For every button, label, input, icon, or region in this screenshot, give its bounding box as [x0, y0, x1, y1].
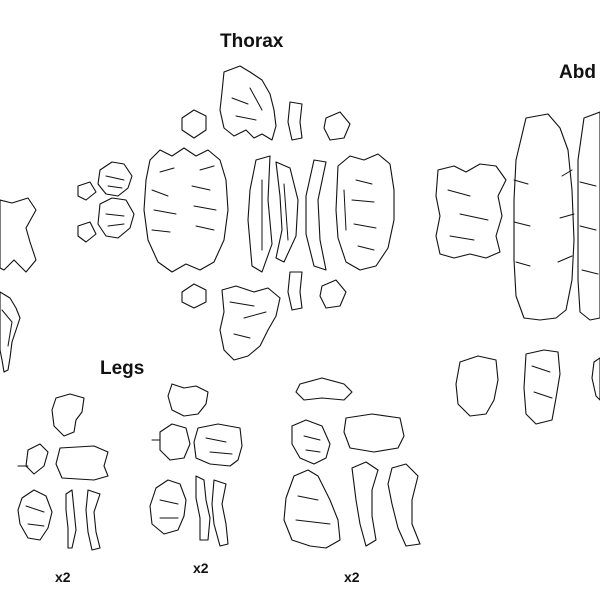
leg1-joint — [25, 443, 49, 475]
leg2-foot — [149, 479, 187, 535]
thorax-wedge-upper — [323, 111, 351, 141]
abdomen-segment-band-right — [577, 111, 600, 321]
head-piece-left — [0, 197, 37, 273]
abdomen-lower-mid-cut — [531, 365, 553, 399]
thorax-spiky-band-right — [335, 153, 395, 271]
thorax-curved-strip-right — [305, 159, 327, 271]
legs-parts-group: Legs x2 x2 x2 — [17, 358, 421, 585]
leg2-foot-cut — [159, 499, 179, 519]
thorax-spiky-band-left — [143, 147, 229, 273]
leg1-foot-cut — [25, 505, 45, 527]
thorax-label: Thorax — [220, 31, 284, 52]
leg3-foot-cut — [295, 495, 331, 525]
legs-label: Legs — [100, 358, 144, 379]
eye-piece-lower — [77, 221, 97, 243]
abdomen-lower-plate-mid — [523, 349, 561, 425]
spiky-band-left-teeth — [151, 165, 217, 233]
head-parts-group — [0, 197, 37, 373]
thorax-bottom-cut — [229, 301, 267, 339]
leg2-long-claw-b — [211, 479, 229, 547]
thorax-parts-group: Thorax — [77, 31, 395, 361]
eye-piece-upper — [77, 181, 97, 201]
leg3-cap — [295, 377, 353, 401]
leg1-long-claw-b — [85, 489, 101, 551]
leg2-multiplier: x2 — [193, 560, 209, 576]
leg1-multiplier: x2 — [55, 569, 71, 585]
leg2-cap — [167, 383, 209, 417]
thorax-small-hex-lower — [181, 283, 207, 309]
face-upper-detail — [105, 175, 125, 189]
leg1-segment-upper — [55, 445, 109, 481]
face-lower-detail — [105, 213, 125, 227]
thorax-slender-lower — [287, 271, 303, 311]
thorax-small-hex-upper — [181, 109, 207, 139]
thorax-curved-strip-left — [247, 155, 273, 273]
thorax-slender-upper — [287, 101, 303, 141]
leg3-long-claw-b — [387, 463, 421, 547]
abdomen-lower-plate-left — [455, 355, 499, 417]
leg3-segment-upper — [343, 413, 405, 453]
leg2-long-claw-a — [195, 475, 211, 541]
thorax-strip-cut — [261, 179, 289, 251]
abdomen-right-notches — [579, 181, 599, 275]
leg1-foot — [17, 489, 53, 541]
leg3-joint — [291, 419, 331, 465]
leg2-segment-upper — [193, 423, 243, 467]
leg3-joint-tab — [303, 435, 321, 453]
thorax-top-cut — [231, 87, 263, 121]
abdomen-lower-plate-right — [591, 357, 600, 401]
abdomen-segment-band-left — [513, 113, 575, 321]
leg2-joint — [159, 423, 191, 461]
thorax-curved-strip-mid — [275, 161, 299, 263]
face-piece-lower — [97, 197, 135, 239]
abdomen-side-cut — [447, 189, 489, 241]
abdomen-side-plate — [435, 163, 507, 259]
leg3-long-claw-a — [351, 461, 379, 547]
leg3-multiplier: x2 — [344, 569, 360, 585]
leg2-segment-cut — [205, 437, 233, 455]
thorax-top-plate — [219, 65, 277, 141]
mandible-cut-line — [1, 309, 13, 347]
abdomen-label: Abd — [559, 62, 596, 83]
thorax-bottom-plate — [219, 285, 281, 361]
leg1-long-claw-a — [65, 489, 77, 549]
thorax-wedge-lower — [319, 279, 347, 309]
leg1-cap — [51, 393, 85, 437]
abdomen-left-notches — [513, 169, 575, 267]
spiky-band-right-teeth — [343, 179, 377, 251]
abdomen-parts-group: Abd — [435, 62, 600, 425]
face-piece-upper — [97, 161, 133, 197]
leg3-foot — [283, 469, 341, 549]
